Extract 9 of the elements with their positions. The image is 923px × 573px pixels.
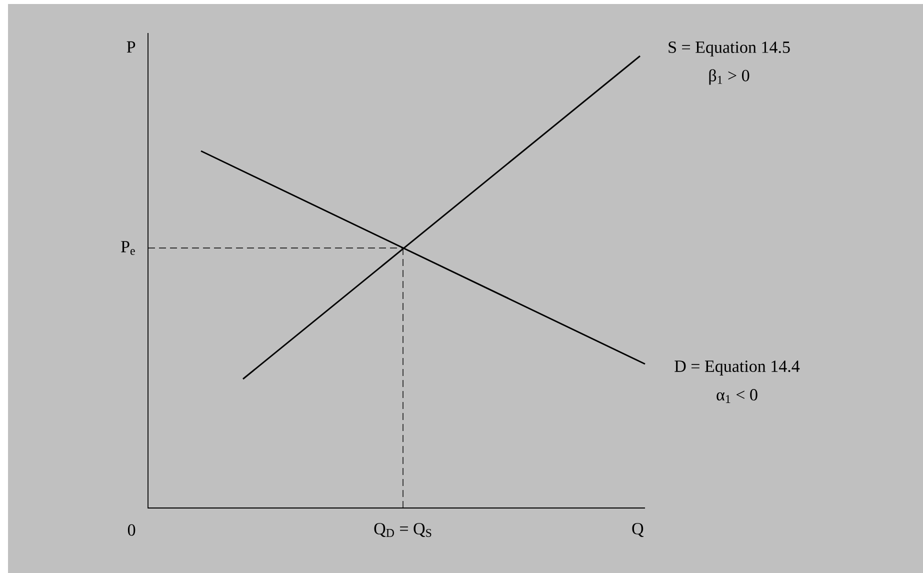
curve-label: α$_{1}$ < 0 [716, 389, 758, 403]
axis-label: P [126, 41, 136, 53]
axis-label: Q$_{D}$ = Q$_{S}$ [374, 523, 432, 537]
axis-label: P$_{e}$ [121, 241, 135, 255]
curve-label: β$_{1}$ > 0 [709, 69, 750, 85]
curve-label: D = Equation 14.4 [674, 360, 800, 376]
axis-label: 0 [128, 524, 136, 536]
axis-label: Q [632, 523, 644, 537]
curve-label: S = Equation 14.5 [668, 42, 790, 56]
